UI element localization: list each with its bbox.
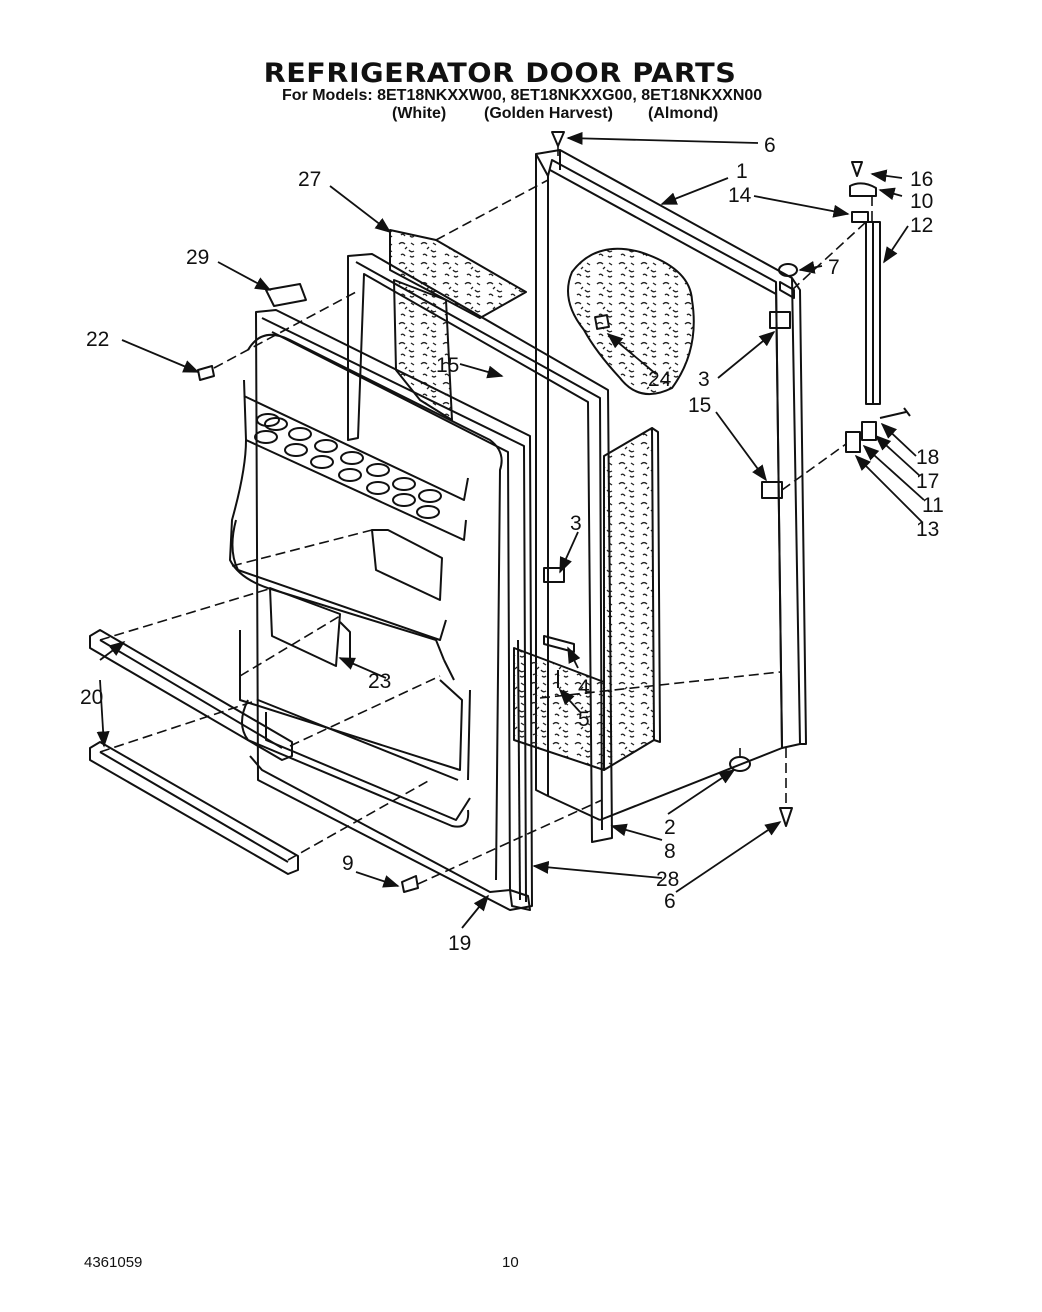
door-trim-strip [509,639,531,911]
callout-15-left: 15 [436,354,459,377]
callout-27: 27 [298,168,321,191]
hinge-upper [769,263,798,329]
door-shelf-bar-upper [89,629,293,761]
callout-5: 5 [578,708,590,731]
top-hinge-cap [849,161,877,223]
foam-strip-right [603,427,661,771]
callout-8: 8 [664,840,676,863]
callout-16: 16 [910,168,933,191]
callout-20: 20 [80,686,103,709]
callout-6-top: 6 [764,134,776,157]
callout-labels: 6 1 14 16 10 12 7 27 29 22 15 24 3 15 18… [80,134,944,955]
callout-23: 23 [368,670,391,693]
callout-leaders [96,131,925,929]
callout-17: 17 [916,470,939,493]
foam-strip-lower [513,647,605,771]
variant-almond: (Almond) [648,105,719,122]
callout-18: 18 [916,446,939,469]
page-number: 10 [502,1254,519,1271]
callout-10: 10 [910,190,933,213]
insulation-cutaway [567,247,695,396]
hinge-pin-rod [865,221,881,405]
variant-white: (White) [392,105,447,122]
screw-top [551,131,565,147]
page-title: REFRIGERATOR DOOR PARTS [263,58,737,89]
callout-24: 24 [648,368,672,391]
callout-11: 11 [922,494,944,517]
door-shelf-bar-lower [89,741,299,875]
model-list: For Models: 8ET18NKXXW00, 8ET18NKXXG00, … [282,87,763,104]
shoulder-screw [197,365,419,893]
callout-12: 12 [910,214,933,237]
assembly-lines [99,146,873,885]
callout-4: 4 [578,676,590,699]
breaker-strip [265,283,307,307]
egg-tray-holes [254,413,442,519]
callout-29: 29 [186,246,209,269]
callout-3-right: 3 [698,368,710,391]
callout-3-inner: 3 [570,512,582,535]
door-gasket [347,253,613,843]
callout-28: 28 [656,868,679,891]
callout-15-right: 15 [688,394,711,417]
callout-2: 2 [664,816,676,839]
callout-22: 22 [86,328,109,351]
callout-14: 14 [728,184,752,207]
document-number: 4361059 [84,1254,143,1271]
callout-19: 19 [448,932,471,955]
variant-golden-harvest: (Golden Harvest) [484,105,613,122]
callout-13: 13 [916,518,939,541]
callout-1: 1 [736,160,748,183]
inner-door-liner [229,309,533,911]
callout-9: 9 [342,852,354,875]
callout-6-bottom: 6 [664,890,676,913]
screw-bottom [729,756,793,827]
bottom-hinge-parts [845,407,911,453]
callout-7: 7 [828,256,840,279]
